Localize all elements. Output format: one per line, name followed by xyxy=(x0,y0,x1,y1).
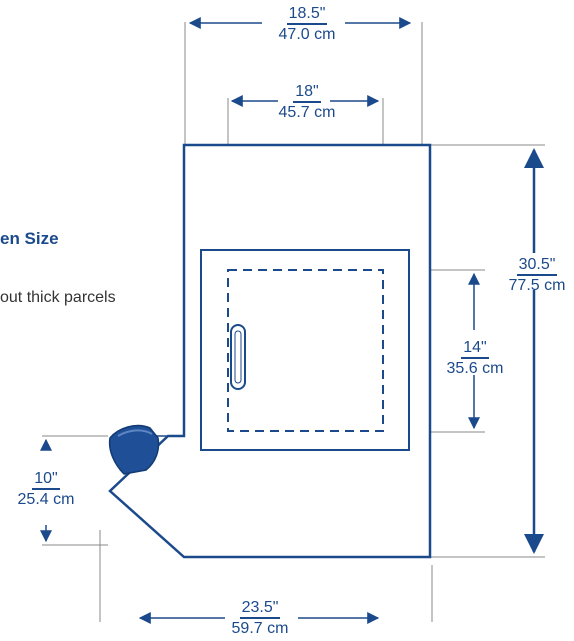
parcel-lid xyxy=(108,424,160,475)
door-opening-dashed xyxy=(227,269,384,432)
label-slot-height: 10" 25.4 cm xyxy=(2,469,90,509)
label-slot-height-cm: 25.4 cm xyxy=(17,491,75,508)
label-top-inner-inches: 18" xyxy=(293,82,321,103)
door-handle xyxy=(230,324,246,390)
label-door-height-cm: 35.6 cm xyxy=(446,360,504,377)
label-top-outer-inches: 18.5" xyxy=(286,4,328,25)
label-door-height: 14" 35.6 cm xyxy=(438,338,512,378)
label-base-width: 23.5" 59.7 cm xyxy=(223,598,297,638)
door-handle-inner xyxy=(234,330,242,384)
label-base-width-cm: 59.7 cm xyxy=(231,620,289,637)
dimension-arrows xyxy=(40,17,544,624)
label-top-outer: 18.5" 47.0 cm xyxy=(270,4,344,44)
label-height-total-inches: 30.5" xyxy=(516,255,558,276)
label-top-inner: 18" 45.7 cm xyxy=(266,82,348,122)
label-top-inner-cm: 45.7 cm xyxy=(278,104,336,121)
label-slot-height-inches: 10" xyxy=(32,469,60,490)
side-heading: en Size xyxy=(0,229,59,248)
label-top-outer-cm: 47.0 cm xyxy=(278,26,336,43)
label-height-total-cm: 77.5 cm xyxy=(508,277,566,294)
label-height-total: 30.5" 77.5 cm xyxy=(500,255,574,295)
parcel-lid-highlight xyxy=(117,429,153,437)
label-door-height-inches: 14" xyxy=(461,338,489,359)
label-base-width-inches: 23.5" xyxy=(239,598,281,619)
side-note: out thick parcels xyxy=(0,289,116,306)
